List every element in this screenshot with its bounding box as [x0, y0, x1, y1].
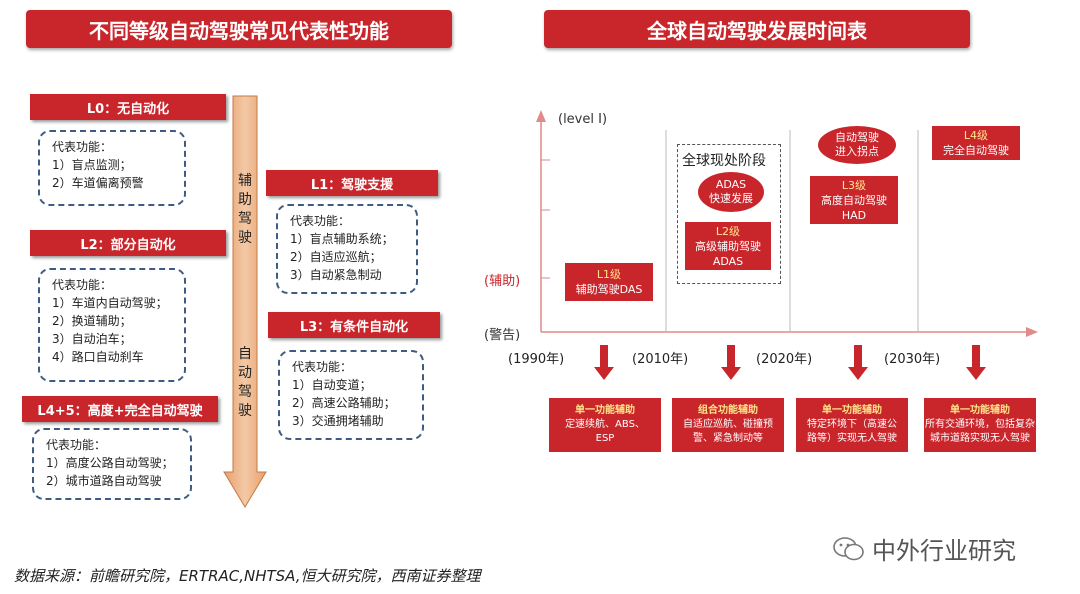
arrow-label-assist: 辅助驾驶	[238, 173, 252, 246]
down-arrow-icon	[966, 345, 986, 380]
era-box-2030: 单一功能辅助 所有交通环境，包括复杂 城市道路实现无人驾驶	[924, 398, 1036, 452]
year-1990: (1990年)	[508, 352, 565, 367]
current-phase-label: 全球现处阶段	[682, 150, 766, 170]
autonomy-arrow	[223, 95, 267, 508]
right-section-title: 全球自动驾驶发展时间表	[544, 10, 970, 48]
milestone-l4: L4级完全自动驾驶	[932, 126, 1020, 160]
l3-bubble: 自动驾驶进入拐点	[818, 126, 896, 164]
down-arrow-icon	[594, 345, 614, 380]
year-2030: (2030年)	[884, 352, 941, 367]
level-l0-functions: 代表功能： 1）盲点监测； 2）车道偏离预警	[38, 130, 186, 206]
era-box-2010: 组合功能辅助 自适应巡航、碰撞预 警、紧急制动等	[672, 398, 784, 452]
y-label-warning: (警告)	[484, 328, 521, 343]
level-l1-title: L1：驾驶支援	[266, 170, 438, 196]
watermark: 中外行业研究	[832, 531, 1016, 566]
level-l1-functions: 代表功能： 1）盲点辅助系统； 2）自适应巡航； 3）自动紧急制动	[276, 204, 418, 294]
wechat-icon	[833, 536, 864, 560]
left-section-title: 不同等级自动驾驶常见代表性功能	[26, 10, 452, 48]
year-2010: (2010年)	[632, 352, 689, 367]
watermark-text: 中外行业研究	[872, 537, 1016, 565]
data-source: 数据来源：前瞻研究院，ERTRAC,NHTSA,恒大研究院，西南证券整理	[14, 567, 481, 585]
level-l2-title: L2：部分自动化	[30, 230, 226, 256]
y-label-level: (level I)	[558, 112, 608, 127]
arrow-label-auto: 自动驾驶	[238, 346, 252, 419]
level-l2-functions: 代表功能： 1）车道内自动驾驶； 2）换道辅助； 3）自动泊车； 4）路口自动刹…	[38, 268, 186, 382]
y-label-assist: (辅助)	[484, 274, 521, 289]
level-l3-title: L3：有条件自动化	[268, 312, 440, 338]
era-box-2020: 单一功能辅助 特定环境下（高速公 路等）实现无人驾驶	[796, 398, 908, 452]
down-arrow-icon	[721, 345, 741, 380]
level-l0-title: L0：无自动化	[30, 94, 226, 120]
milestone-l1: L1级辅助驾驶DAS	[565, 263, 653, 301]
level-l45-functions: 代表功能： 1）高度公路自动驾驶； 2）城市道路自动驾驶	[32, 428, 192, 500]
year-2020: (2020年)	[756, 352, 813, 367]
down-arrow-icon	[848, 345, 868, 380]
level-l45-title: L4+5：高度+完全自动驾驶	[22, 396, 218, 422]
timeline-axes	[536, 110, 1038, 337]
current-phase-box	[677, 144, 781, 284]
era-box-1990: 单一功能辅助 定速续航、ABS、 ESP	[549, 398, 661, 452]
level-l3-functions: 代表功能： 1）自动变道； 2）高速公路辅助； 3）交通拥堵辅助	[278, 350, 424, 440]
